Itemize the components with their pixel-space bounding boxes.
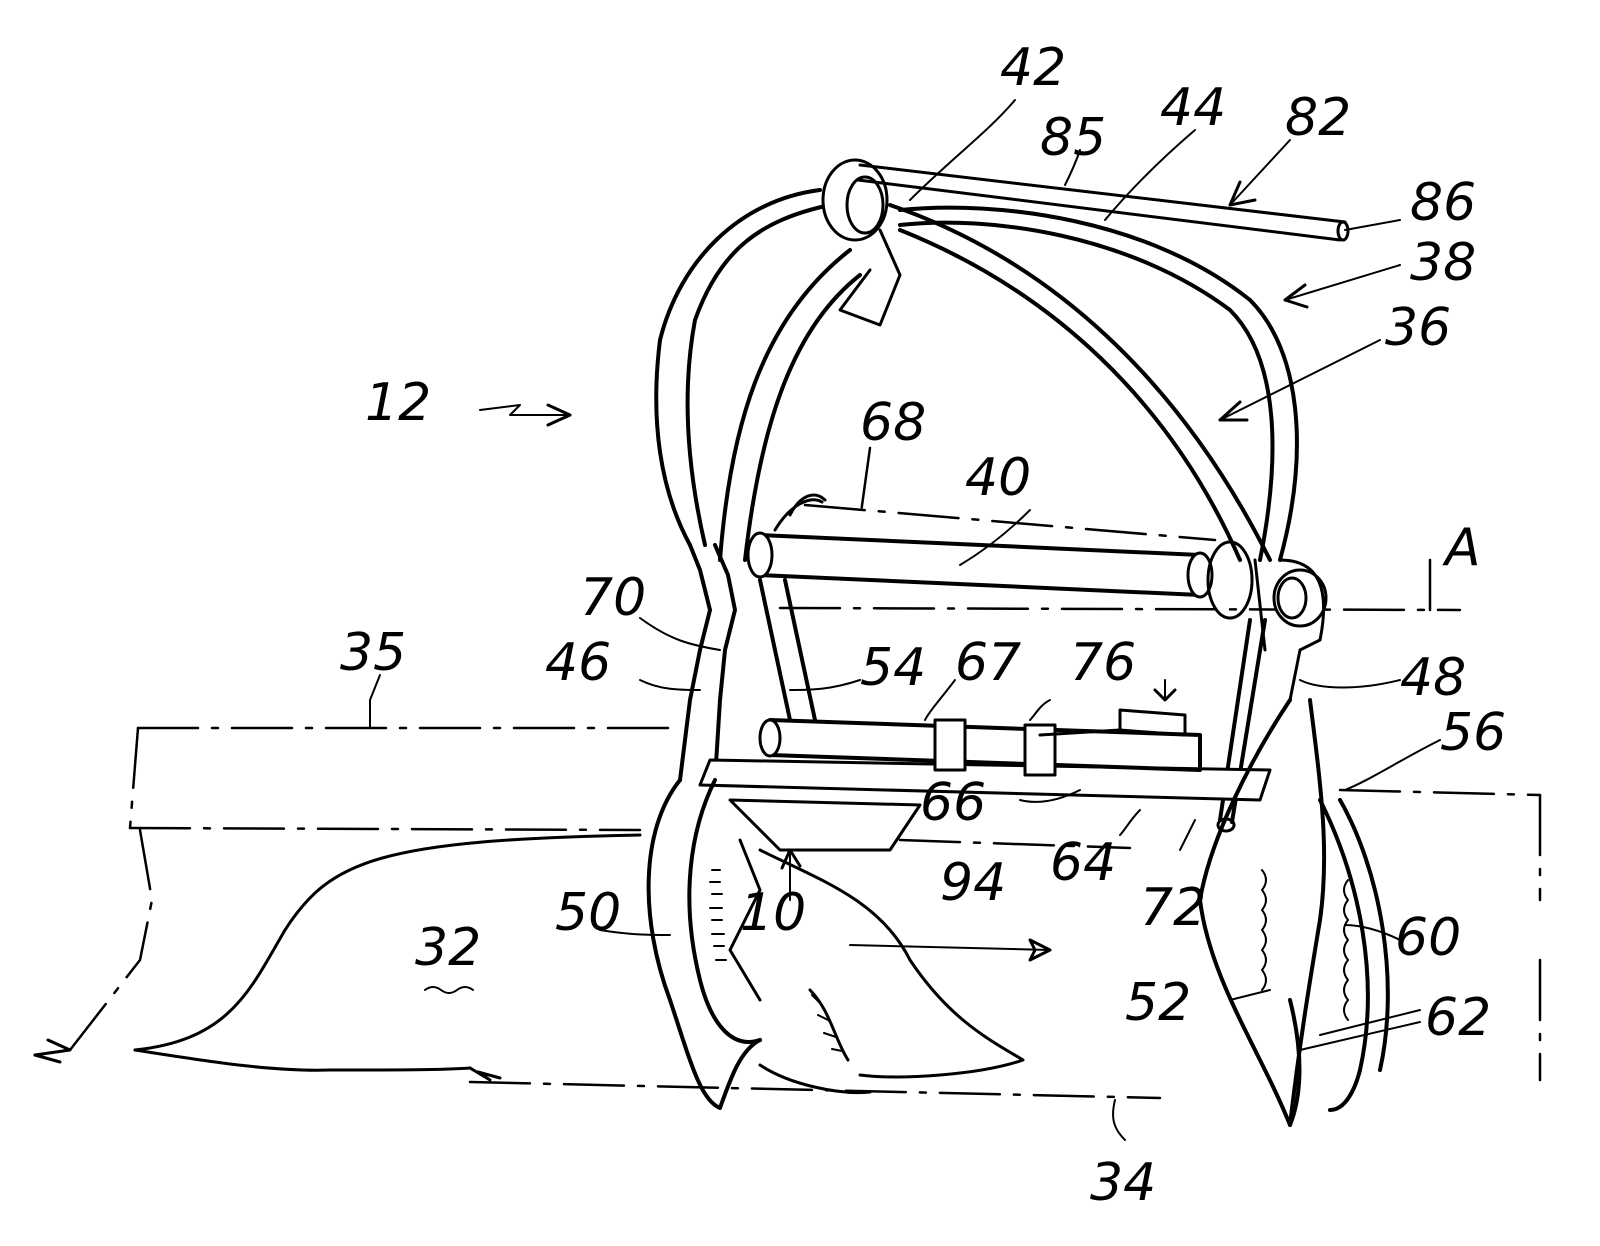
label-46: 46 xyxy=(545,633,611,693)
label-12: 12 xyxy=(365,373,431,433)
top-ring xyxy=(821,158,902,327)
label-40: 40 xyxy=(965,448,1031,508)
label-36: 36 xyxy=(1385,298,1451,358)
label-70: 70 xyxy=(580,568,646,628)
crossbar xyxy=(746,493,1328,702)
label-76: 76 xyxy=(1070,633,1136,693)
label-A: A xyxy=(1442,518,1481,578)
label-60: 60 xyxy=(1395,908,1461,968)
label-62: 62 xyxy=(1425,988,1491,1048)
label-86: 86 xyxy=(1410,173,1476,233)
label-52: 52 xyxy=(1125,973,1191,1033)
animal-outline xyxy=(133,833,1025,1094)
right-jaws xyxy=(1198,698,1390,1127)
reference-numerals: 42 85 44 82 86 38 36 12 68 40 A 70 35 46… xyxy=(340,38,1506,1213)
trigger-plate xyxy=(698,708,1272,852)
bow-arm xyxy=(718,203,1272,562)
label-32-underline xyxy=(424,986,474,994)
left-frame xyxy=(678,543,817,782)
label-32: 32 xyxy=(415,918,481,978)
label-72: 72 xyxy=(1140,878,1206,938)
label-44: 44 xyxy=(1160,78,1226,138)
label-34: 34 xyxy=(1090,1153,1156,1213)
label-48: 48 xyxy=(1400,648,1466,708)
label-35: 35 xyxy=(340,623,406,683)
label-50: 50 xyxy=(555,883,621,943)
label-82: 82 xyxy=(1285,88,1351,148)
label-67: 67 xyxy=(955,633,1021,693)
label-68: 68 xyxy=(860,393,926,453)
label-56: 56 xyxy=(1440,703,1506,763)
label-38: 38 xyxy=(1410,233,1476,293)
spring-arm xyxy=(654,188,1299,562)
label-85: 85 xyxy=(1040,108,1106,168)
label-64: 64 xyxy=(1050,833,1116,893)
label-66: 66 xyxy=(920,773,986,833)
label-94: 94 xyxy=(940,853,1006,913)
release-rod xyxy=(856,163,1350,242)
label-54: 54 xyxy=(860,638,926,698)
leader-lines xyxy=(369,99,1441,1141)
reference-lines xyxy=(33,446,1542,1100)
label-10: 10 xyxy=(740,883,806,943)
label-42: 42 xyxy=(1000,38,1066,98)
left-jaw xyxy=(646,778,762,1110)
